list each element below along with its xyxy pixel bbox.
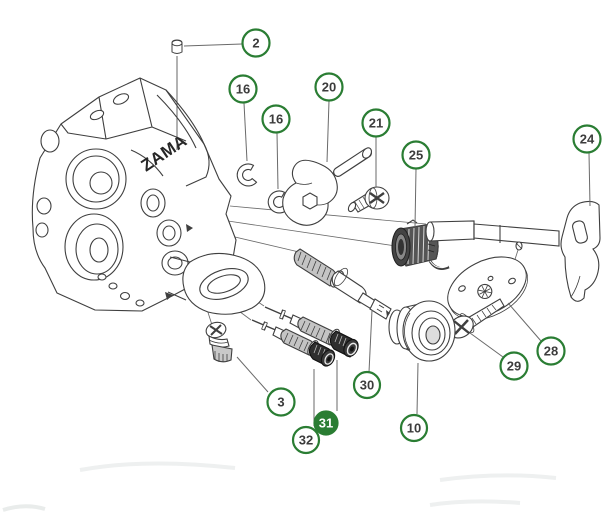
spring-axis-line: [227, 220, 397, 247]
callout-number-2: 2: [252, 36, 259, 51]
callout-28[interactable]: 28: [507, 302, 566, 366]
screw-21: [347, 186, 390, 213]
callout-badge-30[interactable]: [352, 370, 382, 400]
choke-lever-20: [282, 147, 373, 226]
leader-line-10: [416, 362, 419, 415]
callout-layer: 2 16 16 20 21 25 24 3 30 10 29 28 32 31: [183, 28, 602, 455]
callout-29[interactable]: 29: [469, 332, 529, 381]
throttle-shaft-24: [425, 200, 601, 302]
callout-16[interactable]: 16: [261, 104, 291, 190]
callout-number-30: 30: [360, 378, 374, 393]
hex-hole: [302, 192, 318, 210]
phillips-slot: [453, 319, 470, 335]
callout-badge-20[interactable]: [314, 72, 344, 102]
callout-badge-3[interactable]: [266, 387, 296, 417]
callout-number-32: 32: [299, 433, 313, 448]
callout-number-3: 3: [277, 395, 284, 410]
leader-line-25: [414, 168, 417, 228]
callout-number-31: 31: [319, 416, 333, 431]
flange-hole: [89, 109, 105, 121]
callout-31-selected[interactable]: 31: [313, 360, 339, 436]
leader-line-16: [276, 132, 279, 190]
callout-2[interactable]: 2: [183, 28, 271, 58]
idle-screw-3: [205, 321, 233, 363]
callout-badge-16[interactable]: [228, 74, 258, 104]
callout-10[interactable]: 10: [399, 362, 429, 443]
pin-part-2: [171, 39, 183, 150]
carburetor-body: ZAMA: [31, 77, 266, 315]
callout-number-20: 20: [322, 80, 336, 95]
callout-badge-29[interactable]: [499, 351, 529, 381]
shaft-axis-line: [229, 205, 427, 225]
callout-3[interactable]: 3: [236, 356, 296, 417]
shaft-boss: [140, 188, 166, 218]
callout-badge-10[interactable]: [399, 413, 429, 443]
shaft-boss: [156, 219, 182, 247]
leader-line-3: [236, 356, 269, 393]
throttle-plate-28: [447, 256, 528, 321]
callout-16[interactable]: 16: [228, 74, 258, 162]
callout-24[interactable]: 24: [572, 124, 602, 207]
callout-30[interactable]: 30: [352, 309, 382, 400]
callout-number-10: 10: [407, 421, 421, 436]
leader-line-20: [326, 100, 330, 163]
nozzle-cup-10: [388, 300, 456, 362]
leader-line-24: [588, 152, 591, 207]
leader-line-30: [368, 309, 373, 373]
callout-number-24: 24: [580, 132, 595, 147]
callout-badge-24[interactable]: [572, 124, 602, 154]
callout-badge-32[interactable]: [291, 425, 321, 455]
callout-number-21: 21: [369, 116, 383, 131]
flange-hole: [112, 93, 130, 105]
faint-marks: [2, 461, 557, 512]
callout-badge-2[interactable]: [241, 28, 271, 58]
callout-badge-21[interactable]: [361, 108, 391, 138]
phillips-slot: [369, 192, 385, 204]
leader-line-16: [243, 102, 248, 162]
phillips-slot: [209, 324, 223, 336]
leader-line-2: [183, 43, 243, 47]
needle-screw-32: [251, 319, 336, 367]
e-clip-16a: [236, 163, 258, 187]
callout-25[interactable]: 25: [401, 140, 431, 228]
callout-number-16: 16: [236, 82, 250, 97]
shaft-boss: [161, 250, 189, 276]
callout-number-29: 29: [507, 359, 521, 374]
lever-blade: [560, 200, 601, 302]
callout-21[interactable]: 21: [361, 108, 391, 188]
callout-number-16: 16: [269, 112, 283, 127]
callout-32[interactable]: 32: [291, 369, 321, 455]
leader-line-29: [469, 332, 504, 358]
main-jet-30: [293, 248, 392, 320]
callout-badge-25[interactable]: [401, 140, 431, 170]
callout-badge-16[interactable]: [261, 104, 291, 134]
callout-badge-31[interactable]: [313, 410, 339, 436]
callout-number-28: 28: [544, 344, 558, 359]
screw-29: [448, 298, 505, 339]
needle-screw-31: [264, 306, 359, 358]
callout-badge-28[interactable]: [536, 336, 566, 366]
callout-20[interactable]: 20: [314, 72, 344, 163]
leader-line-28: [507, 302, 542, 342]
callout-number-25: 25: [409, 148, 423, 163]
